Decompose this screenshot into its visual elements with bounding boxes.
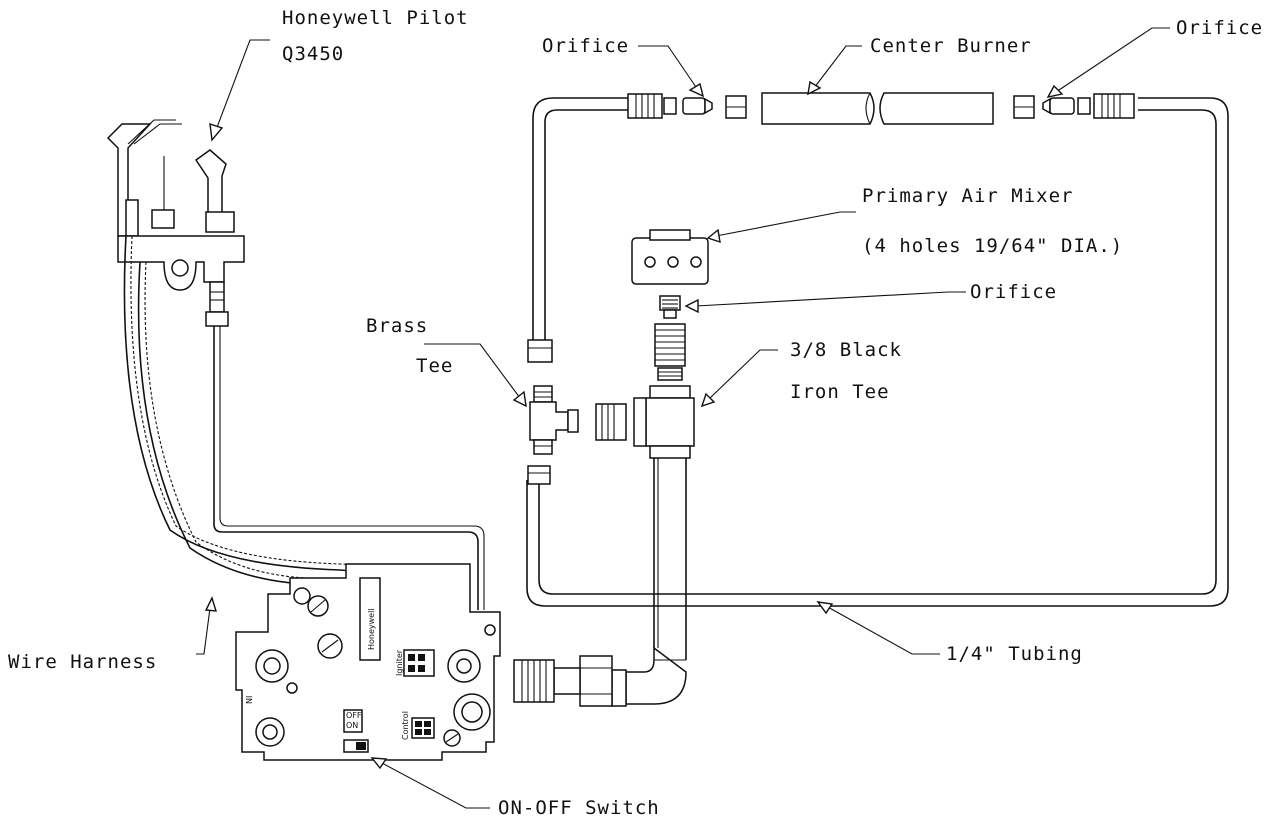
black-iron-tee bbox=[595, 385, 695, 459]
black-iron-nipple bbox=[654, 323, 686, 381]
callout-leaders bbox=[196, 27, 1170, 809]
valve-inlet-text: NI bbox=[245, 696, 254, 704]
center-burner-label: Center Burner bbox=[870, 35, 1032, 57]
gas-valve-body bbox=[235, 563, 501, 761]
right-orifice-fitting bbox=[1013, 93, 1135, 119]
left-orifice-fitting bbox=[627, 93, 747, 119]
orifice-right-label: Orifice bbox=[1176, 17, 1263, 39]
honeywell-pilot-assembly bbox=[106, 119, 245, 327]
black-iron-label-1: 3/8 Black bbox=[790, 339, 902, 361]
brass-tee bbox=[527, 339, 579, 485]
valve-igniter-text: Igniter bbox=[395, 649, 404, 676]
pilot-model-label: Q3450 bbox=[282, 43, 344, 65]
black-iron-pipe bbox=[611, 458, 687, 707]
wire-harness-label: Wire Harness bbox=[8, 651, 157, 673]
valve-inlet-fitting bbox=[513, 655, 613, 707]
valve-control-text: Control bbox=[401, 711, 410, 740]
on-off-switch-label: ON-OFF Switch bbox=[498, 797, 660, 819]
primary-air-mixer-label: Primary Air Mixer bbox=[862, 185, 1073, 207]
pilot-gas-tube bbox=[213, 326, 479, 610]
brass-label: Brass bbox=[366, 315, 428, 337]
quarter-inch-tubing bbox=[526, 97, 1229, 607]
tubing-label: 1/4" Tubing bbox=[946, 643, 1083, 665]
valve-off-text: OFF bbox=[346, 711, 362, 720]
center-burner bbox=[761, 92, 994, 125]
primary-air-mixer bbox=[631, 229, 709, 285]
valve-on-text: ON bbox=[346, 721, 358, 730]
black-iron-label-2: Iron Tee bbox=[790, 381, 890, 403]
valve-brand-text: Honeywell bbox=[367, 608, 376, 650]
honeywell-pilot-label: Honeywell Pilot bbox=[282, 7, 469, 29]
orifice-left-label: Orifice bbox=[542, 35, 629, 57]
mixer-holes-label: (4 holes 19/64" DIA.) bbox=[862, 235, 1123, 257]
orifice-middle-label: Orifice bbox=[970, 281, 1057, 303]
tee-label: Tee bbox=[416, 355, 453, 377]
mixer-orifice bbox=[659, 295, 681, 319]
